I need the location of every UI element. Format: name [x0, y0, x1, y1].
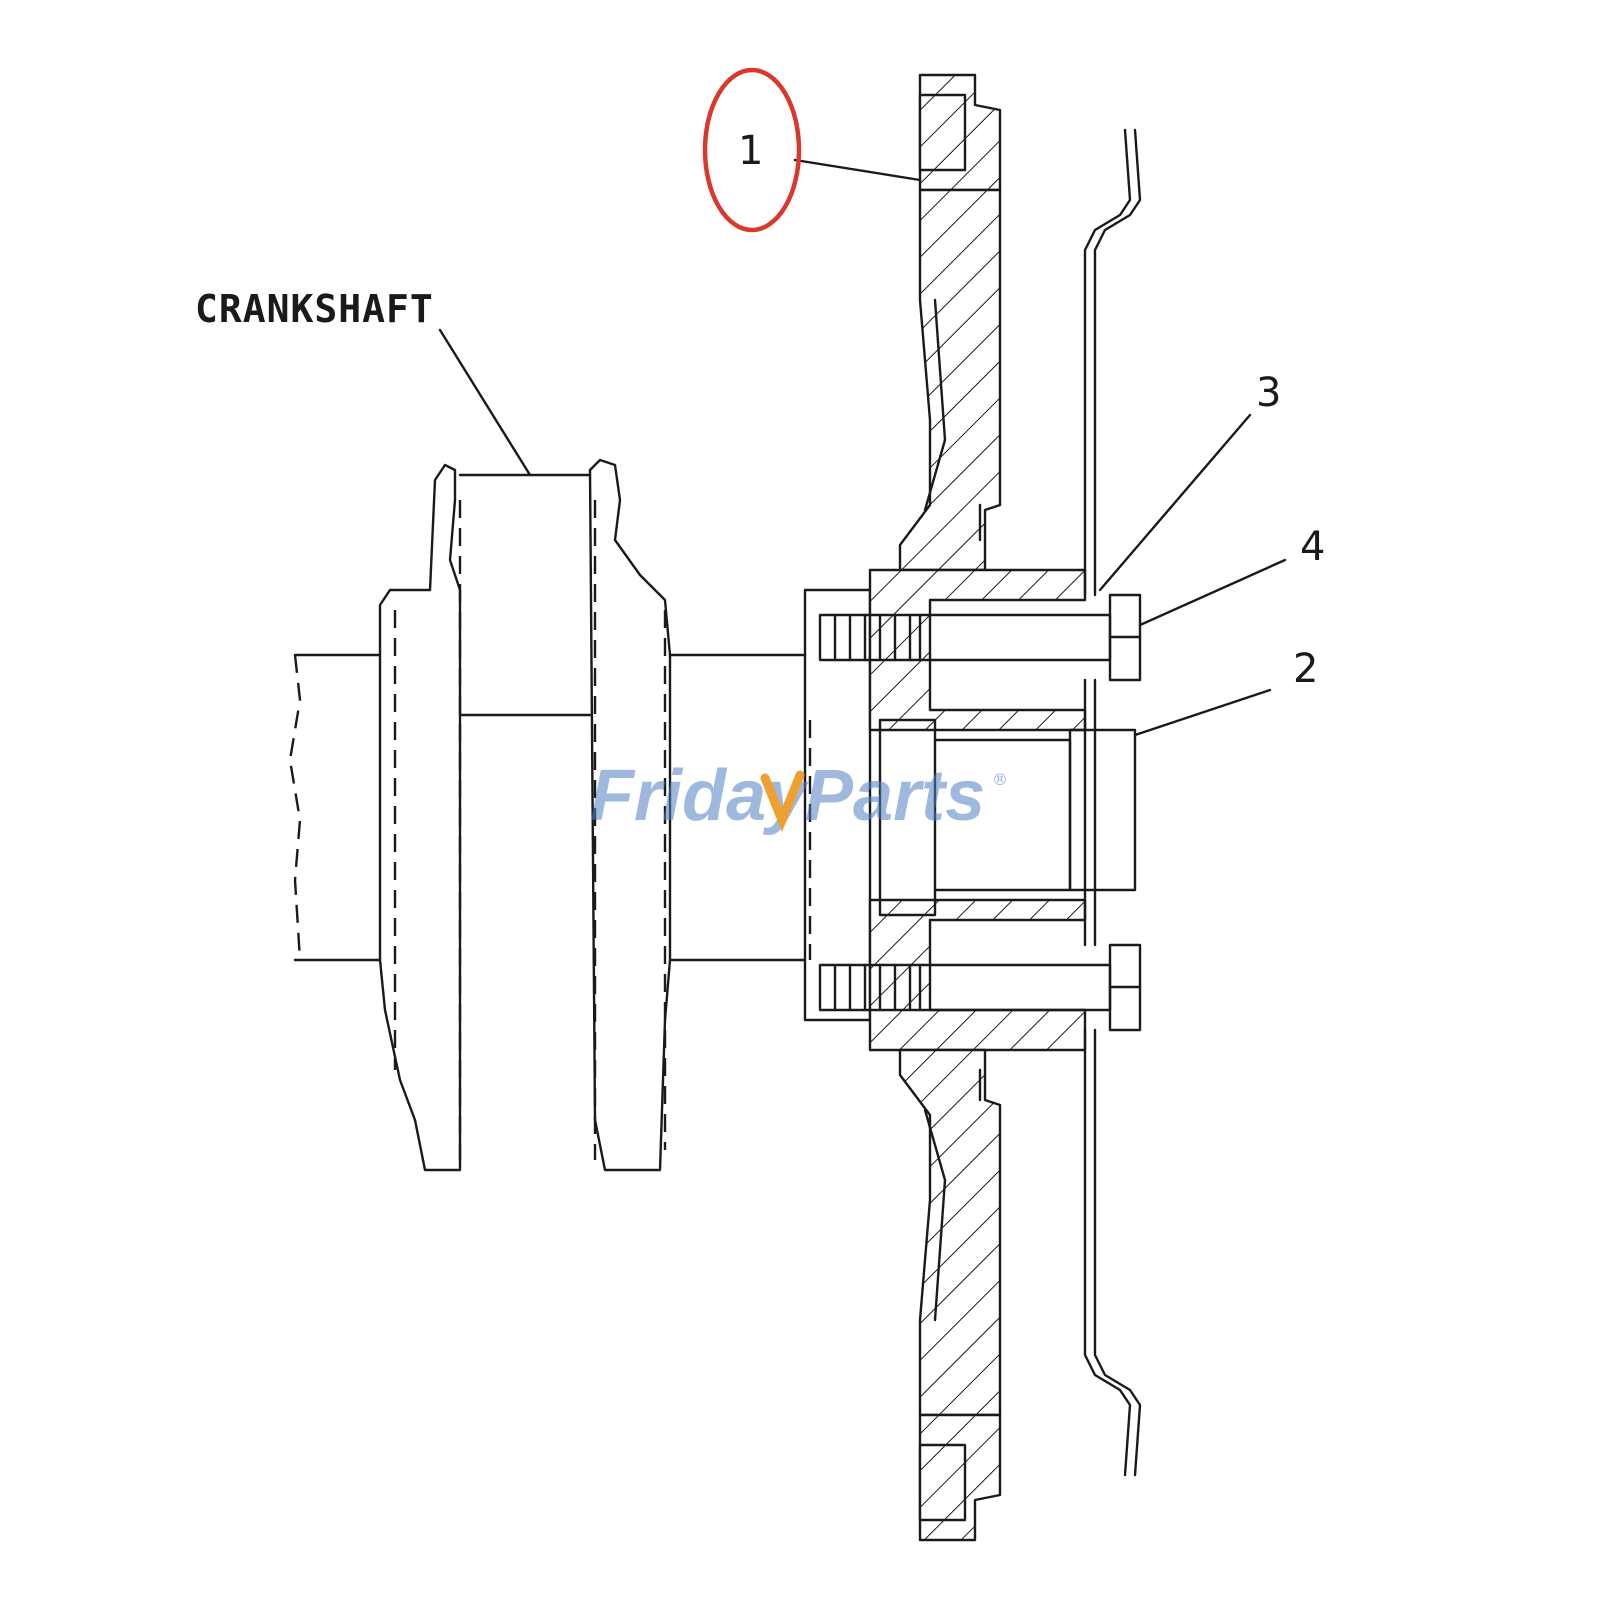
crankshaft-flange [803, 588, 872, 1022]
crankshaft-leader [438, 328, 532, 477]
callout-2-leader [1133, 688, 1272, 737]
watermark-registered-mark: ® [992, 770, 1008, 789]
bearing-spacer [1068, 728, 1137, 892]
bolt-upper [818, 593, 1142, 682]
callout-1-leader [793, 158, 922, 182]
retainer-plate [1083, 128, 1142, 1477]
callout-4-label: 4 [1300, 524, 1325, 570]
callout-3-label: 3 [1256, 370, 1281, 416]
callout-2-label: 2 [1293, 646, 1318, 692]
callout-3-leader [1098, 413, 1252, 592]
callout-1-label: 1 [738, 128, 763, 174]
crankshaft [288, 458, 807, 1172]
highlight-circle [702, 67, 802, 233]
callout-4-leader [1138, 558, 1287, 627]
crankshaft-label: CRANKSHAFT [195, 287, 434, 331]
watermark-logo: Friday Parts ® [590, 756, 1008, 836]
watermark-check-icon [760, 770, 805, 833]
flywheel [868, 73, 1087, 1542]
watermark-text-parts: Parts [805, 756, 985, 836]
bolt-lower [818, 943, 1142, 1032]
